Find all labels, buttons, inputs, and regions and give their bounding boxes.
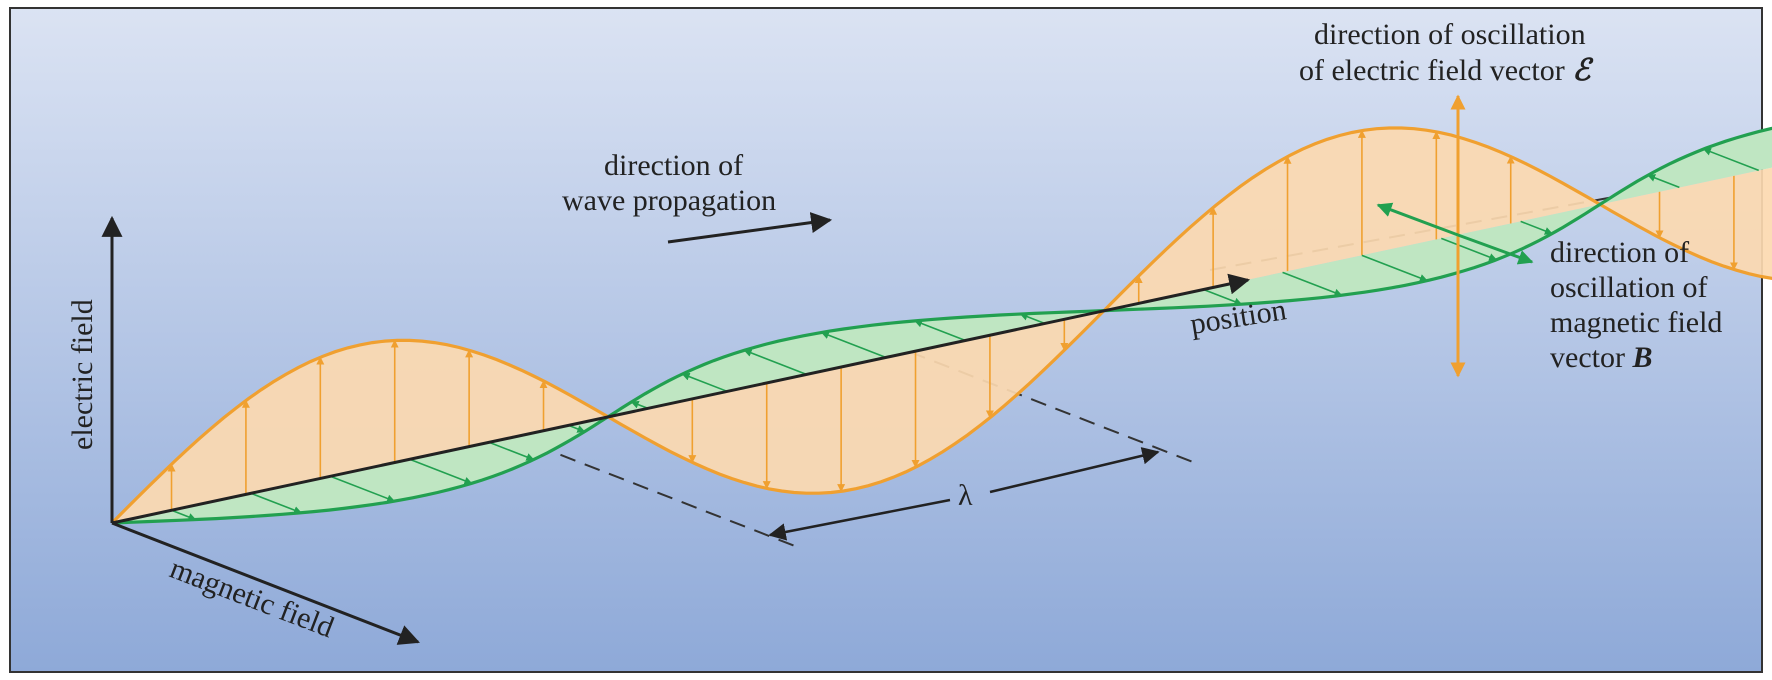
magnetic-vector-arrow <box>820 331 887 359</box>
position-axis <box>111 273 1251 525</box>
electric-oscillation-line1: direction of oscillation <box>1314 18 1586 51</box>
propagation-label-line1: direction of <box>604 149 743 182</box>
magnetic-vector-arrow <box>171 509 197 521</box>
magnetic-wave-curve <box>111 126 1772 525</box>
magnetic-vector-arrow <box>1702 147 1760 172</box>
magnetic-vector-arrow <box>1282 271 1343 297</box>
wavelength-label: λ <box>958 479 973 512</box>
magnetic-vector-arrow <box>488 441 535 461</box>
magnetic-vector-arrow <box>914 319 966 342</box>
magnetic-vector-arrow <box>681 372 728 393</box>
magnetic-oscillation-line4: vector B <box>1550 341 1652 374</box>
magnetic-vector-arrow <box>630 400 648 410</box>
magnetic-vector-arrow <box>1361 254 1428 282</box>
magnetic-vector-arrow <box>409 458 473 485</box>
electric-field-label: electric field <box>66 299 99 450</box>
magnetic-vector-arrow <box>1019 312 1045 325</box>
magnetic-oscillation-line3: magnetic field <box>1550 306 1722 339</box>
magnetic-oscillation-arrow <box>1376 202 1459 237</box>
magnetic-vector-arrow <box>1440 237 1498 261</box>
electric-field-symbol: ℰ <box>1572 54 1594 87</box>
magnetic-oscillation-line1: direction of <box>1550 236 1689 269</box>
magnetic-field-axis <box>111 521 420 645</box>
magnetic-oscillation-line2: oscillation of <box>1550 271 1707 304</box>
wavelength-arrow-left <box>768 498 951 541</box>
magnetic-vector-arrow <box>743 349 807 376</box>
magnetic-vector-arrow <box>1647 174 1680 189</box>
magnetic-field-symbol: B <box>1631 341 1652 374</box>
propagation-arrow <box>667 212 833 244</box>
electric-oscillation-line2: of electric field vector ℰ <box>1299 54 1594 87</box>
magnetic-wave <box>111 126 1772 525</box>
wavelength-arrow-right <box>989 447 1160 494</box>
magnetic-oscillation-arrow-back <box>1457 233 1534 265</box>
magnetic-wave-fill <box>112 128 1772 523</box>
electric-wave-curve <box>110 126 1772 525</box>
magnetic-vector-arrow <box>329 475 396 503</box>
magnetic-vector-arrow <box>1520 220 1553 235</box>
magnetic-vector-arrow <box>1202 288 1243 306</box>
electric-wave <box>110 126 1772 525</box>
electric-wave-fill <box>112 128 1772 523</box>
magnetic-vector-arrow <box>250 492 302 514</box>
propagation-label-line2: wave propagation <box>562 184 776 217</box>
